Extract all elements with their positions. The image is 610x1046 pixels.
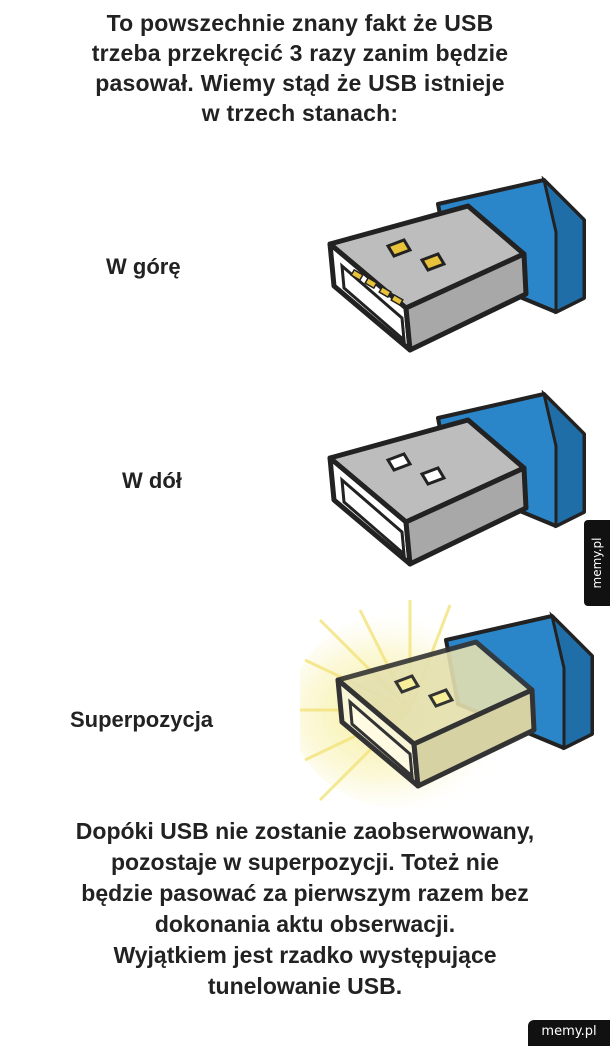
state-label-up: W górę (106, 254, 181, 279)
outro-line: tunelowanie USB. (207, 973, 403, 999)
usb-up-illustration (327, 176, 586, 353)
intro-line: trzeba przekręcić 3 razy zanim będzie (91, 40, 509, 66)
intro-text: To powszechnie znany fakt że USB trzeba … (20, 8, 580, 128)
usb-down-illustration (327, 390, 586, 567)
outro-line: będzie pasować za pierwszym razem bez (81, 880, 529, 906)
corner-watermark-text: memy.pl (541, 1024, 597, 1039)
outro-text: Dopóki USB nie zostanie zaobserwowany, p… (0, 816, 610, 1002)
corner-watermark: memy.pl (528, 1020, 610, 1046)
side-watermark-text: memy.pl (590, 537, 604, 589)
outro-line: Dopóki USB nie zostanie zaobserwowany, (75, 818, 535, 844)
state-label-superposition: Superpozycja (70, 707, 214, 732)
intro-line: To powszechnie znany fakt że USB (106, 10, 494, 36)
state-label-down: W dół (122, 468, 182, 493)
outro-line: Wyjątkiem jest rzadko występujące (113, 942, 497, 968)
outro-line: dokonania aktu obserwacji. (154, 911, 456, 937)
intro-line: w trzech stanach: (201, 100, 399, 126)
side-watermark: memy.pl (584, 520, 610, 606)
intro-line: pasował. Wiemy stąd że USB istnieje (95, 70, 505, 96)
outro-line: pozostaje w superpozycji. Toteż nie (110, 849, 500, 875)
usb-superposition-illustration (300, 600, 594, 810)
